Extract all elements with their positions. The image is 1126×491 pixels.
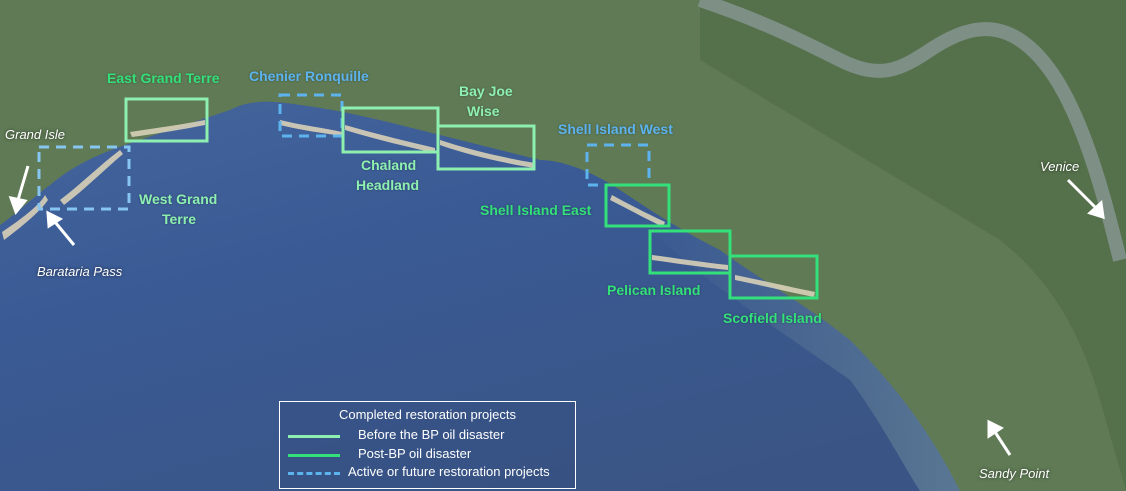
legend-label-future: Active or future restoration projects	[348, 464, 550, 479]
label-west-grand-terre-line2: Terre	[162, 211, 196, 227]
box-bay-joe-wise	[436, 124, 536, 171]
label-scofield-island: Scofield Island	[723, 310, 822, 326]
label-chaland-headland-line2: Headland	[356, 177, 420, 193]
legend-label-post: Post-BP oil disaster	[358, 446, 472, 461]
barrier-islands	[2, 120, 815, 297]
marsh-shading	[700, 0, 1126, 491]
label-shell-island-east: Shell Island East	[480, 202, 592, 218]
label-bay-joe-wise-line2: Wise	[467, 103, 500, 119]
box-west-grand-terre	[37, 145, 131, 211]
label-bay-joe-wise-line1: Bay Joe	[459, 83, 513, 99]
arrows	[8, 165, 1105, 456]
place-grand-isle: Grand Isle	[5, 127, 65, 142]
mississippi-river	[697, 0, 1126, 262]
legend-row-before: Before the BP oil disaster	[288, 427, 568, 445]
box-east-grand-terre	[124, 97, 209, 143]
legend-row-future: Active or future restoration projects	[288, 464, 568, 482]
place-venice: Venice	[1040, 159, 1080, 174]
label-west-grand-terre-line1: West Grand	[139, 191, 218, 207]
legend-swatch-future	[288, 472, 340, 475]
legend-swatch-post	[288, 454, 340, 457]
place-barataria-pass: Barataria Pass	[37, 264, 123, 279]
legend-swatch-before	[288, 435, 340, 438]
label-pelican-island: Pelican Island	[607, 282, 701, 298]
label-east-grand-terre: East Grand Terre	[107, 70, 220, 86]
label-chenier-ronquille: Chenier Ronquille	[249, 68, 369, 84]
map-legend: Completed restoration projects Before th…	[279, 401, 576, 489]
label-shell-island-west: Shell Island West	[558, 121, 673, 137]
place-sandy-point: Sandy Point	[979, 466, 1050, 481]
box-pelican-island	[648, 229, 732, 275]
box-shell-island-east	[604, 183, 671, 228]
legend-row-post: Post-BP oil disaster	[288, 446, 568, 464]
label-chaland-headland-line1: Chaland	[361, 157, 417, 173]
box-scofield-island	[728, 254, 819, 300]
legend-label-before: Before the BP oil disaster	[358, 427, 505, 442]
legend-title: Completed restoration projects	[338, 407, 517, 422]
